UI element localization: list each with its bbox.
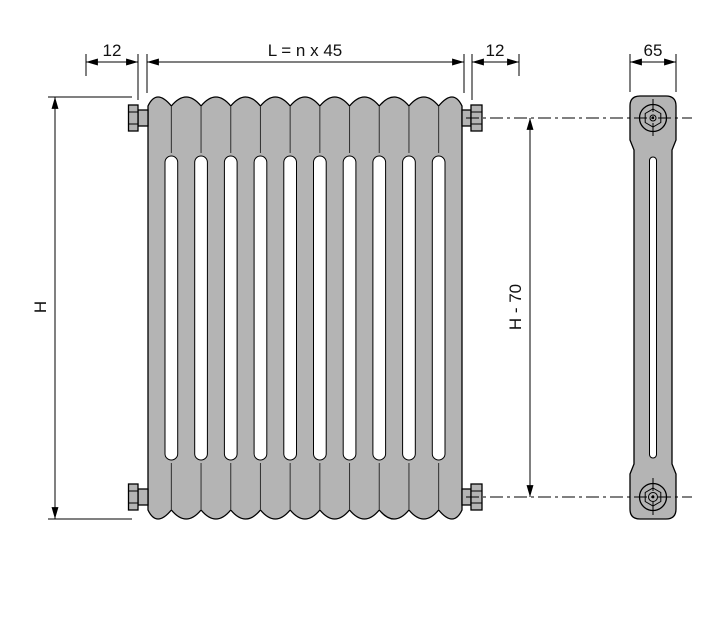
collector-dividers-top bbox=[170, 107, 440, 153]
dimensions: 12 L = n x 45 12 65 H H - 70 bbox=[31, 41, 677, 520]
bushing-bottom-left bbox=[127, 483, 149, 511]
tube-gap bbox=[194, 155, 208, 461]
bushing-thread-lines bbox=[128, 490, 138, 504]
side-slot bbox=[649, 156, 657, 459]
tube-gap bbox=[431, 155, 446, 461]
nut-center-hole bbox=[649, 114, 657, 122]
tube-gap bbox=[342, 155, 357, 461]
tube-gap bbox=[283, 155, 297, 461]
plug-hex-lines bbox=[471, 111, 482, 125]
tube-gap bbox=[253, 155, 268, 461]
tube-gaps bbox=[164, 155, 446, 461]
side-view bbox=[629, 95, 677, 520]
tube-gap bbox=[313, 155, 327, 461]
front-view bbox=[127, 96, 483, 520]
centerlines bbox=[466, 99, 692, 517]
nut-center-hole bbox=[648, 492, 658, 502]
bushing-neck bbox=[137, 109, 149, 127]
tube-gap bbox=[223, 155, 238, 461]
bushing-cap bbox=[127, 104, 139, 132]
label-height: H bbox=[31, 301, 50, 313]
tube-gap bbox=[372, 155, 387, 461]
plug-hex-lines bbox=[471, 490, 482, 504]
label-depth: 65 bbox=[644, 41, 663, 60]
collector-dividers-bottom bbox=[170, 463, 440, 509]
bushing-cap bbox=[127, 483, 139, 511]
label-length-formula: L = n x 45 bbox=[268, 41, 343, 60]
bushing-thread-lines bbox=[128, 111, 138, 125]
bushing-top-left bbox=[127, 104, 149, 132]
tube-gap bbox=[164, 155, 179, 461]
label-right-offset: 12 bbox=[486, 41, 505, 60]
bushing-neck bbox=[137, 488, 149, 506]
label-left-offset: 12 bbox=[103, 41, 122, 60]
tube-gap bbox=[402, 155, 416, 461]
label-center-distance: H - 70 bbox=[506, 284, 525, 330]
